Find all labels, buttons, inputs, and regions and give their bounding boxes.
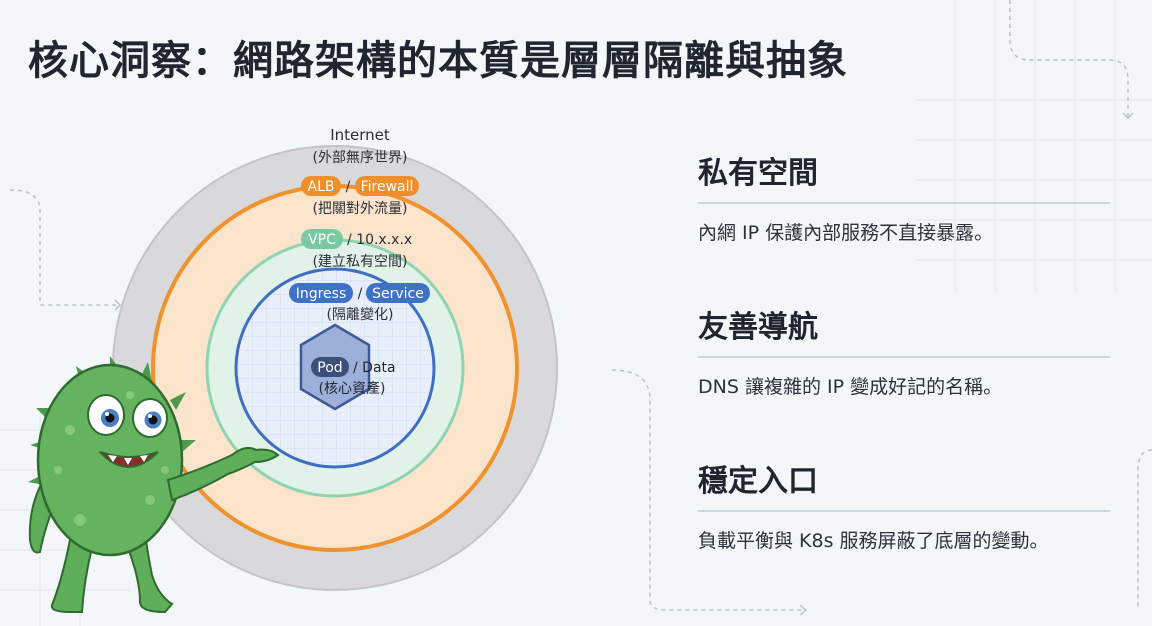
- k8s-separator: /: [358, 286, 363, 302]
- firewall-tag-label: Firewall: [361, 179, 414, 195]
- card-description: 內網 IP 保護內部服務不直接暴露。: [698, 222, 994, 244]
- monster-mascot: [28, 356, 280, 614]
- vpc-desc: (建立私有空間): [313, 254, 408, 270]
- internet-desc: (外部無序世界): [313, 150, 408, 166]
- card-title: 友善導航: [698, 302, 1110, 358]
- core-desc: (核心資產): [319, 380, 386, 397]
- card-description: 負載平衡與 K8s 服務屏蔽了底層的變動。: [698, 530, 1049, 552]
- core-data-label: / Data: [353, 360, 396, 376]
- pod-tag: [311, 357, 349, 377]
- ingress-tag-label: Ingress: [296, 286, 347, 302]
- edge-desc: (把關對外流量): [313, 201, 408, 217]
- card-title: 穩定入口: [698, 456, 1110, 512]
- card-title: 私有空間: [698, 148, 1110, 204]
- edge-separator: /: [346, 179, 351, 195]
- vpc-tag: [301, 229, 343, 249]
- ingress-tag: [289, 283, 353, 303]
- k8s-ring: [234, 267, 436, 469]
- service-tag: [366, 283, 430, 303]
- card-private-space: 私有空間 內網 IP 保護內部服務不直接暴露。: [698, 148, 1110, 245]
- k8s-desc: (隔離變化): [327, 306, 394, 323]
- card-friendly-navigation: 友善導航 DNS 讓複雜的 IP 變成好記的名稱。: [698, 302, 1110, 399]
- firewall-tag: [355, 176, 419, 196]
- alb-tag-label: ALB: [308, 179, 335, 195]
- vpc-cidr: / 10.x.x.x: [347, 232, 412, 248]
- card-description: DNS 讓複雜的 IP 變成好記的名稱。: [698, 376, 1003, 398]
- service-tag-label: Service: [372, 286, 424, 302]
- page-title: 核心洞察：網路架構的本質是層層隔離與抽象: [28, 38, 848, 84]
- card-stable-entry: 穩定入口 負載平衡與 K8s 服務屏蔽了底層的變動。: [698, 456, 1110, 553]
- alb-tag: [301, 176, 341, 196]
- pod-tag-label: Pod: [317, 360, 342, 376]
- vpc-tag-label: VPC: [308, 232, 336, 248]
- internet-label: Internet: [330, 126, 390, 144]
